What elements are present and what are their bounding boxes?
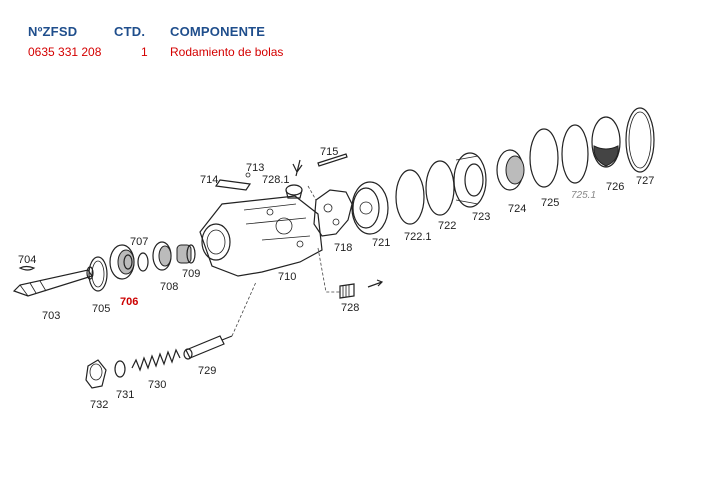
o-ring-731[interactable] <box>114 360 126 378</box>
plug-732[interactable] <box>85 359 107 389</box>
cam-ring-723[interactable] <box>453 152 487 208</box>
snap-ring-727[interactable] <box>625 107 655 173</box>
label-714: 714 <box>200 174 218 186</box>
header-component: COMPONENTE <box>170 24 266 39</box>
label-715: 715 <box>320 146 338 158</box>
label-728-1: 728.1 <box>262 174 290 186</box>
ring-722[interactable] <box>425 160 455 216</box>
leader-715 <box>307 185 317 201</box>
pressure-plate-718[interactable] <box>313 189 353 237</box>
label-723: 723 <box>472 211 490 223</box>
label-727: 727 <box>636 175 654 187</box>
label-703: 703 <box>42 310 60 322</box>
row-part-number: 0635 331 208 <box>28 45 102 59</box>
valve-729[interactable] <box>183 335 233 360</box>
label-725-1: 725.1 <box>571 190 596 201</box>
label-732: 732 <box>90 399 108 411</box>
ring-725[interactable] <box>529 128 559 188</box>
label-725: 725 <box>541 197 559 209</box>
label-729: 729 <box>198 365 216 377</box>
ring-707[interactable] <box>137 252 149 272</box>
label-706-highlighted: 706 <box>120 296 138 308</box>
row-component: Rodamiento de bolas <box>170 45 284 59</box>
pin-715[interactable] <box>317 153 348 167</box>
row-quantity: 1 <box>141 45 148 59</box>
label-730: 730 <box>148 379 166 391</box>
snap-ring-705[interactable] <box>88 256 108 292</box>
ball-bearing-706[interactable] <box>109 244 135 280</box>
label-731: 731 <box>116 389 134 401</box>
needle-bearing-709[interactable] <box>176 244 196 264</box>
header-quantity: CTD. <box>114 24 146 39</box>
spring-730[interactable] <box>131 348 181 372</box>
bearing-724[interactable] <box>496 149 525 191</box>
label-710: 710 <box>278 271 296 283</box>
label-722: 722 <box>438 220 456 232</box>
label-721: 721 <box>372 237 390 249</box>
label-704: 704 <box>18 254 36 266</box>
label-713: 713 <box>246 162 264 174</box>
leader-729 <box>231 281 257 337</box>
label-708: 708 <box>160 281 178 293</box>
ring-722-1[interactable] <box>395 169 425 225</box>
shaft-703[interactable] <box>12 266 94 297</box>
plug-728-1[interactable] <box>285 159 303 199</box>
bearing-708[interactable] <box>152 241 172 271</box>
label-707: 707 <box>130 236 148 248</box>
header-part-number: NºZFSD <box>28 24 78 39</box>
plate-713[interactable] <box>214 172 252 191</box>
housing-710[interactable] <box>199 195 323 277</box>
cover-726[interactable] <box>591 116 621 168</box>
label-705: 705 <box>92 303 110 315</box>
rotor-721[interactable] <box>351 181 389 235</box>
label-722-1: 722.1 <box>404 231 432 243</box>
label-718: 718 <box>334 242 352 254</box>
leader-728 <box>317 247 340 293</box>
key-704[interactable] <box>18 265 36 271</box>
label-724: 724 <box>508 203 526 215</box>
label-709: 709 <box>182 268 200 280</box>
label-726: 726 <box>606 181 624 193</box>
plug-728[interactable] <box>339 279 384 299</box>
ring-725-1[interactable] <box>561 124 589 184</box>
label-728: 728 <box>341 302 359 314</box>
